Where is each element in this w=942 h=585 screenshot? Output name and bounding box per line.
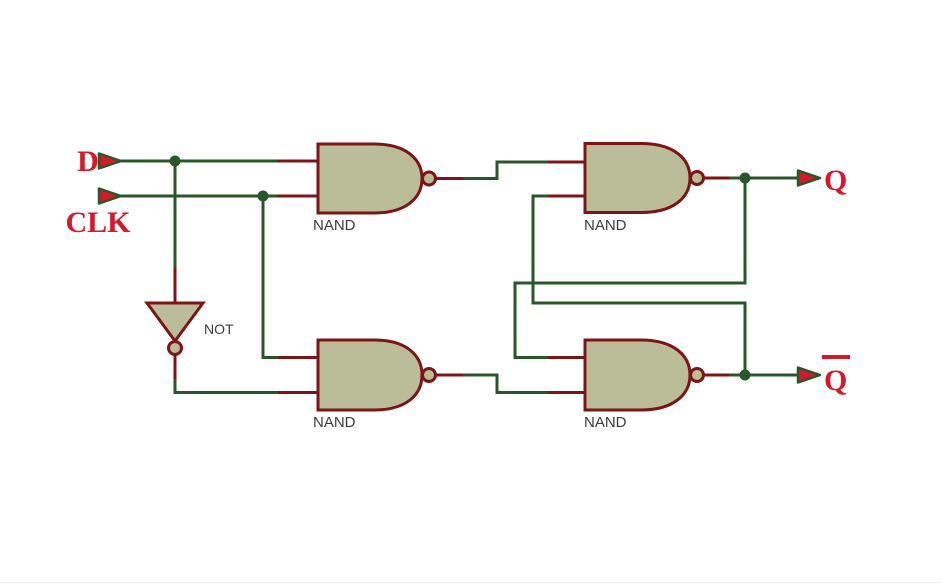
wire-q-feedback (513, 178, 747, 359)
not-gate: NOT (144, 301, 234, 356)
nand-gate-top-left-bubble (421, 170, 437, 187)
wire-not-out (173, 378, 280, 394)
nand-gate-top-right-label: NAND (584, 217, 627, 234)
terminal-arrow-d (97, 152, 123, 170)
wire-qbar-feedback (531, 194, 747, 375)
not-gate-label: NOT (204, 321, 234, 337)
port-label-qbar: Q (824, 364, 847, 397)
nand-gate-bottom-left-label: NAND (313, 414, 356, 431)
nand-gate-bottom-left: NAND (313, 338, 437, 431)
terminal-arrow-q (796, 169, 822, 187)
nand-gate-top-right-body (583, 142, 692, 214)
terminals (97, 152, 822, 384)
junction-dot-q (739, 172, 751, 184)
wires (121, 159, 798, 394)
nand-gate-bottom-right: NAND (583, 338, 705, 431)
bottom-hairline (0, 582, 942, 583)
port-label-d: D (77, 145, 99, 178)
nand-gate-top-left: NAND (313, 142, 437, 234)
wire-nand1-to-nand2 (462, 160, 548, 180)
terminal-arrow-qbar (796, 366, 822, 384)
nand-gate-top-right-bubble (689, 170, 705, 186)
port-label-q: Q (824, 164, 847, 197)
nand-gate-top-left-label: NAND (313, 217, 356, 234)
nand-gate-bottom-left-bubble (421, 367, 437, 383)
port-label-clk: CLK (65, 206, 131, 239)
junction-dots (169, 155, 751, 381)
wire-nand3-to-nand4 (462, 373, 548, 394)
nand-gate-bottom-right-bubble (689, 367, 705, 383)
junction-dot-qbar (739, 369, 751, 381)
nand-gate-bottom-right-label: NAND (584, 414, 627, 431)
junction-dot-d (169, 155, 181, 167)
nand-gate-bottom-right-body (583, 338, 692, 412)
not-gate-bubble (167, 340, 183, 356)
port-labels: D CLK Q Q (65, 145, 850, 397)
nand-gate-top-right: NAND (583, 142, 705, 234)
nand-gate-top-left-body (316, 142, 424, 215)
terminal-arrow-clk (97, 187, 123, 205)
junction-dot-clk (257, 190, 269, 202)
not-gate-body (144, 301, 206, 344)
wire-clk-to-bottom-nand (261, 196, 280, 359)
pin-stubs (173, 159, 729, 394)
nand-gate-bottom-left-body (316, 338, 424, 412)
